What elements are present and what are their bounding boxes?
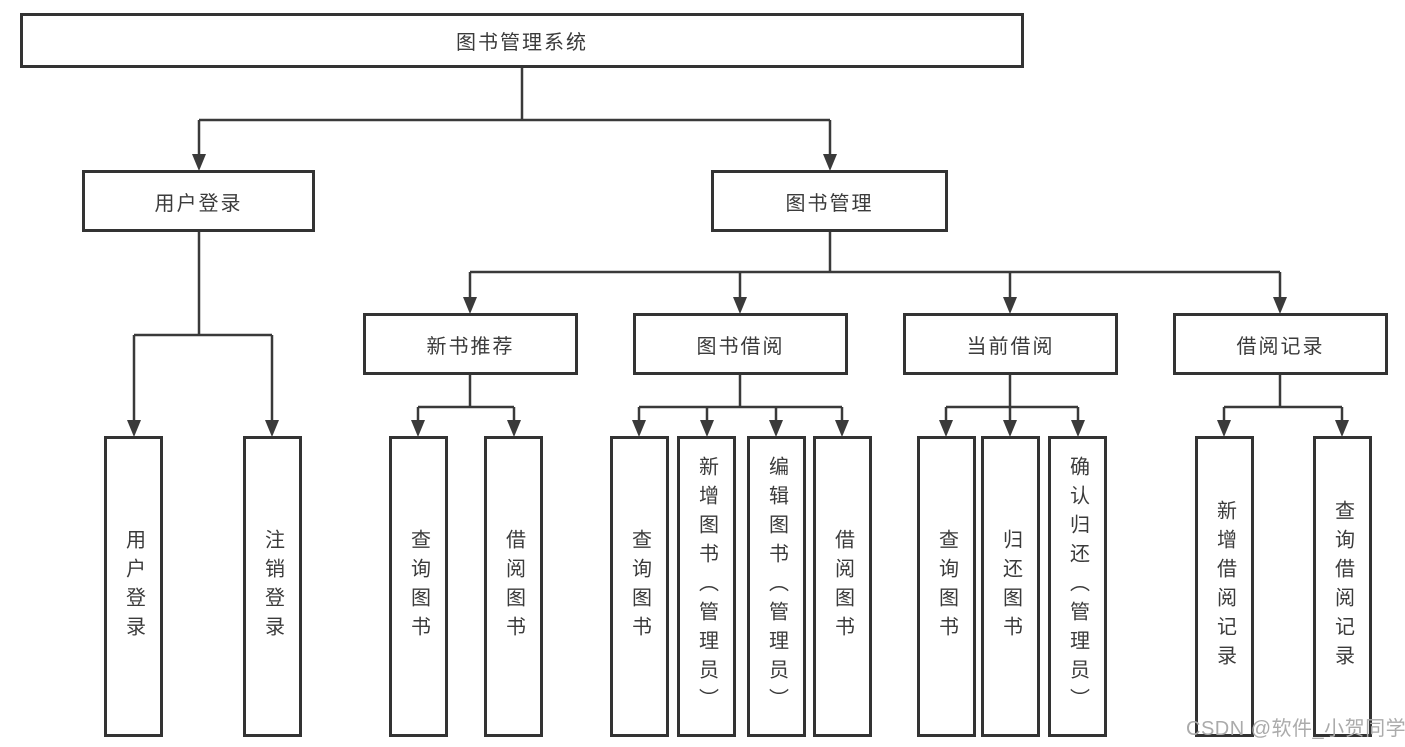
arrowhead [769,420,783,437]
connector-user-login-to-leaves [132,232,274,422]
leaf-query-book-borrow-label: 查询图书 [628,528,651,645]
leaf-query-borrow-record: 查询借阅记录 [1313,436,1372,737]
leaf-confirm-return-admin-label: 确认归还（管理员） [1066,456,1089,717]
arrowhead [1071,420,1085,437]
leaf-add-borrow-record: 新增借阅记录 [1195,436,1254,737]
connector-root-to-level2 [197,68,832,156]
leaf-add-borrow-record-label: 新增借阅记录 [1213,499,1236,674]
leaf-confirm-return-admin: 确认归还（管理员） [1048,436,1107,737]
leaf-query-book-borrow: 查询图书 [610,436,669,737]
connector-book-mgmt-to-level3 [468,232,1282,299]
arrowhead [411,420,425,437]
node-book-borrow-label: 图书借阅 [696,335,785,358]
leaf-return-book: 归还图书 [981,436,1040,737]
arrowhead [463,297,477,314]
node-root-label: 图书管理系统 [456,32,588,54]
arrowhead [1335,420,1349,437]
arrowhead [507,420,521,437]
leaf-edit-book-admin: 编辑图书（管理员） [747,436,806,737]
leaf-query-book-newbook: 查询图书 [389,436,448,737]
arrowhead [835,420,849,437]
arrowhead [823,154,837,171]
arrowhead [632,420,646,437]
node-borrow-record-label: 借阅记录 [1236,335,1325,358]
arrowhead [939,420,953,437]
node-user-login-label: 用户登录 [154,192,243,215]
leaf-borrow-book-newbook-label: 借阅图书 [502,528,525,645]
leaf-logout: 注销登录 [243,436,302,737]
node-book-management: 图书管理 [711,170,948,232]
arrowhead [127,420,141,437]
arrowhead [265,420,279,437]
node-book-management-label: 图书管理 [785,192,874,215]
node-root: 图书管理系统 [20,13,1024,68]
node-borrow-record: 借阅记录 [1173,313,1388,375]
node-user-login: 用户登录 [82,170,315,232]
arrowhead [1273,297,1287,314]
leaf-add-book-admin: 新增图书（管理员） [677,436,736,737]
node-current-borrow-label: 当前借阅 [966,335,1055,358]
leaf-borrow-book-label: 借阅图书 [831,528,854,645]
connector-book-borrow-to-leaves [637,375,844,422]
leaf-logout-label: 注销登录 [261,528,284,645]
arrowhead [1217,420,1231,437]
connector-borrow-record-to-leaves [1222,375,1344,422]
leaf-query-book-newbook-label: 查询图书 [407,528,430,645]
leaf-query-book-current: 查询图书 [917,436,976,737]
node-new-book-recommend: 新书推荐 [363,313,578,375]
arrowhead [700,420,714,437]
node-book-borrow: 图书借阅 [633,313,848,375]
arrowhead [1003,297,1017,314]
node-new-book-recommend-label: 新书推荐 [426,335,515,358]
arrowhead [1003,420,1017,437]
leaf-borrow-book: 借阅图书 [813,436,872,737]
arrowhead [733,297,747,314]
leaf-query-book-current-label: 查询图书 [935,528,958,645]
leaf-add-book-admin-label: 新增图书（管理员） [695,456,718,717]
node-current-borrow: 当前借阅 [903,313,1118,375]
leaf-query-borrow-record-label: 查询借阅记录 [1331,499,1354,674]
watermark: CSDN @软件_小贺同学 [1186,718,1405,740]
connector-current-borrow-to-leaves [944,375,1080,422]
leaf-user-login: 用户登录 [104,436,163,737]
connector-new-book-to-leaves [416,375,516,422]
leaf-borrow-book-newbook: 借阅图书 [484,436,543,737]
leaf-edit-book-admin-label: 编辑图书（管理员） [765,456,788,717]
arrowhead [192,154,206,171]
leaf-return-book-label: 归还图书 [999,528,1022,645]
leaf-user-login-label: 用户登录 [122,528,145,645]
